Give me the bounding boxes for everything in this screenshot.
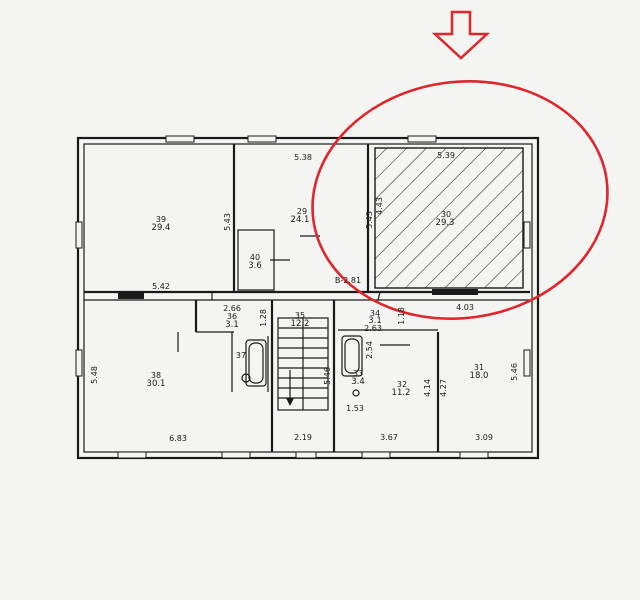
dimension-label: 2.54 <box>365 341 374 359</box>
room-area: 18.0 <box>470 371 489 381</box>
dimension-label: 2.19 <box>294 433 312 442</box>
dimension-label: 6.83 <box>169 434 187 443</box>
dimension-label: 5.43 <box>223 213 232 231</box>
dimension-label: 1.28 <box>259 309 268 327</box>
room-area: 3.4 <box>351 377 365 387</box>
room-area: 12.2 <box>291 319 310 329</box>
dimension-label: 4.14 <box>423 379 432 397</box>
room-number: 31 <box>474 363 484 372</box>
radiators <box>118 289 478 299</box>
dimension-label: 5.43 <box>365 211 374 229</box>
room-area: 24.1 <box>291 215 310 225</box>
dimension-label: 5.42 <box>152 282 170 291</box>
room-area: 3.1 <box>368 316 382 326</box>
room-number: 32 <box>397 380 407 389</box>
dimension-label: 1.18 <box>397 307 406 325</box>
dimension-label: 4.43 <box>375 197 384 215</box>
dimension-label: 3.09 <box>475 433 493 442</box>
dimension-label: 4.03 <box>456 303 474 312</box>
staircase <box>277 317 329 411</box>
arrow-down-icon <box>431 10 491 60</box>
room-number: 37 <box>236 351 246 360</box>
room-area: 30.1 <box>147 379 166 389</box>
dimension-label: 5.48 <box>90 366 99 384</box>
room-number: 34 <box>370 309 380 318</box>
dimension-label: 4.27 <box>439 379 448 397</box>
dimension-label: 2.63 <box>364 324 382 333</box>
room-number: 39 <box>156 215 166 224</box>
room-area: 29.3 <box>436 218 455 228</box>
room-area: 29.4 <box>152 223 171 233</box>
room-area: 3.1 <box>225 320 239 330</box>
dimension-label: 5.46 <box>323 367 332 385</box>
dimension-label: 5.39 <box>437 151 455 160</box>
room-number: 38 <box>151 371 161 380</box>
dimension-label: В-2.81 <box>335 276 361 285</box>
room-number: 30 <box>441 210 451 219</box>
room-number: 29 <box>297 207 307 216</box>
bathtub <box>245 339 267 387</box>
room-number: 40 <box>250 253 260 262</box>
room-area: 11.2 <box>392 388 411 398</box>
dimension-label: 5.38 <box>294 153 312 162</box>
highlight-ellipse <box>311 80 609 320</box>
hatched-room-30 <box>374 147 524 289</box>
room-number: 33 <box>353 369 363 378</box>
dimension-label: 5.46 <box>510 363 519 381</box>
room-number: 35 <box>295 311 305 320</box>
dimension-label: 2.66 <box>223 304 241 313</box>
dimension-label: 3.67 <box>380 433 398 442</box>
room-area: 3.6 <box>248 261 262 271</box>
room-number: 36 <box>227 312 237 321</box>
dimension-label: 1.53 <box>346 404 364 413</box>
bathtub <box>341 335 363 377</box>
windows <box>75 135 531 459</box>
